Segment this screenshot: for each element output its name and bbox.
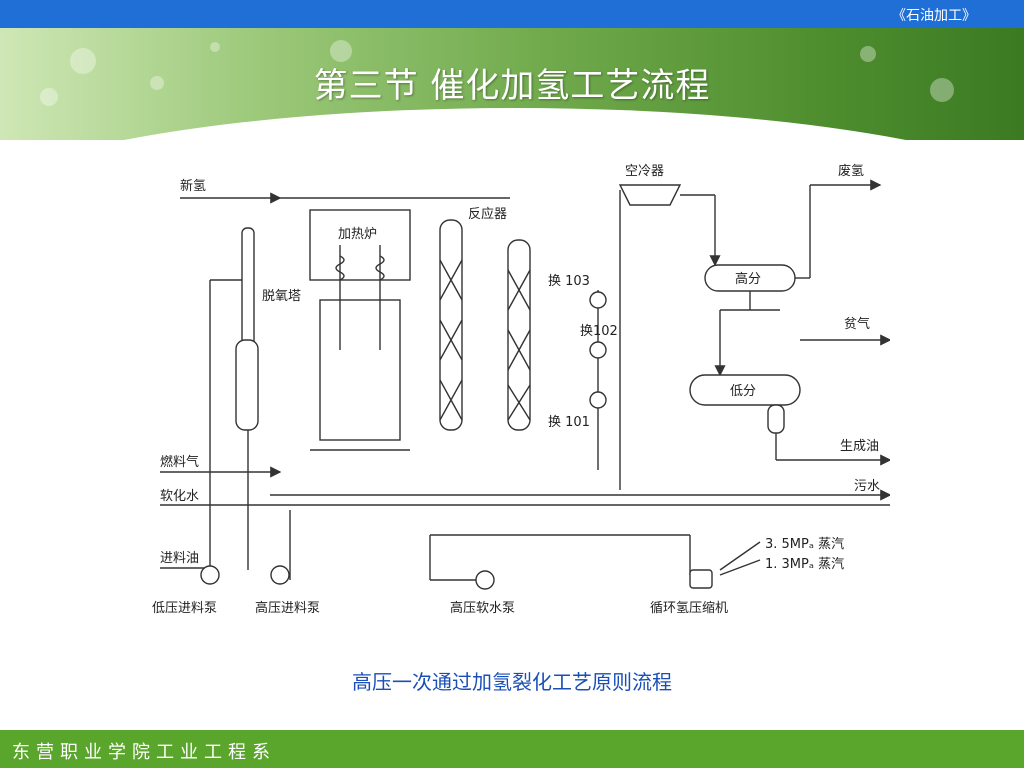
slide-title: 第三节 催化加氢工艺流程 xyxy=(313,66,711,106)
label-fuel-gas: 燃料气 xyxy=(160,454,199,470)
recycle-compressor xyxy=(689,541,761,589)
heating-furnace xyxy=(309,209,411,451)
label-lp-feed-pump: 低压进料泵 xyxy=(152,601,217,616)
utility-lines xyxy=(160,279,890,580)
label-product-oil: 生成油 xyxy=(840,439,879,454)
label-hp-water-pump: 高压软水泵 xyxy=(450,600,515,616)
high-separator xyxy=(704,179,882,377)
hp-feed-pump xyxy=(270,565,290,585)
label-deoxygen-tower: 脱氧塔 xyxy=(262,289,301,304)
deoxygen-tower xyxy=(235,227,259,570)
header-banner xyxy=(0,28,1024,140)
book-title: 《石油加工》 xyxy=(892,8,976,24)
reactor-1 xyxy=(439,219,463,431)
label-hx103: 换 103 xyxy=(548,274,590,289)
low-separator xyxy=(689,334,890,466)
footer-bar: 东营职业学院工业工程系 xyxy=(0,730,1024,768)
air-cooler xyxy=(618,184,721,267)
label-lean-gas: 贫气 xyxy=(844,316,870,332)
label-waste-hydrogen: 废氢 xyxy=(838,163,864,179)
heat-exchangers xyxy=(589,190,621,490)
label-steam-13: 1. 3MPₐ 蒸汽 xyxy=(765,557,844,572)
label-heating-furnace: 加热炉 xyxy=(338,227,377,242)
top-bar: 《石油加工》 xyxy=(0,0,1024,28)
process-flow-diagram: 新氢 加热炉 反应器 空冷器 废氢 脱氧塔 换 103 换102 换 101 高… xyxy=(152,163,890,616)
reactor-2 xyxy=(507,239,531,431)
label-feed-oil: 进料油 xyxy=(160,551,199,566)
label-high-sep: 高分 xyxy=(735,271,761,287)
lp-feed-pump xyxy=(200,565,220,585)
label-steam-35: 3. 5MPₐ 蒸汽 xyxy=(765,537,844,552)
label-hx101: 换 101 xyxy=(548,415,590,430)
hp-water-pump xyxy=(430,570,495,590)
label-hx102: 换102 xyxy=(580,324,618,339)
label-sewage: 污水 xyxy=(854,479,880,494)
label-recycle-compressor: 循环氢压缩机 xyxy=(650,600,728,616)
label-soft-water: 软化水 xyxy=(160,489,199,504)
label-new-hydrogen: 新氢 xyxy=(180,178,206,194)
diagram-caption: 高压一次通过加氢裂化工艺原则流程 xyxy=(352,670,672,694)
label-reactor: 反应器 xyxy=(468,206,507,222)
label-hp-feed-pump: 高压进料泵 xyxy=(255,600,320,616)
label-air-cooler: 空冷器 xyxy=(625,164,664,179)
footer-org: 东营职业学院工业工程系 xyxy=(12,742,276,763)
label-low-sep: 低分 xyxy=(730,384,756,399)
